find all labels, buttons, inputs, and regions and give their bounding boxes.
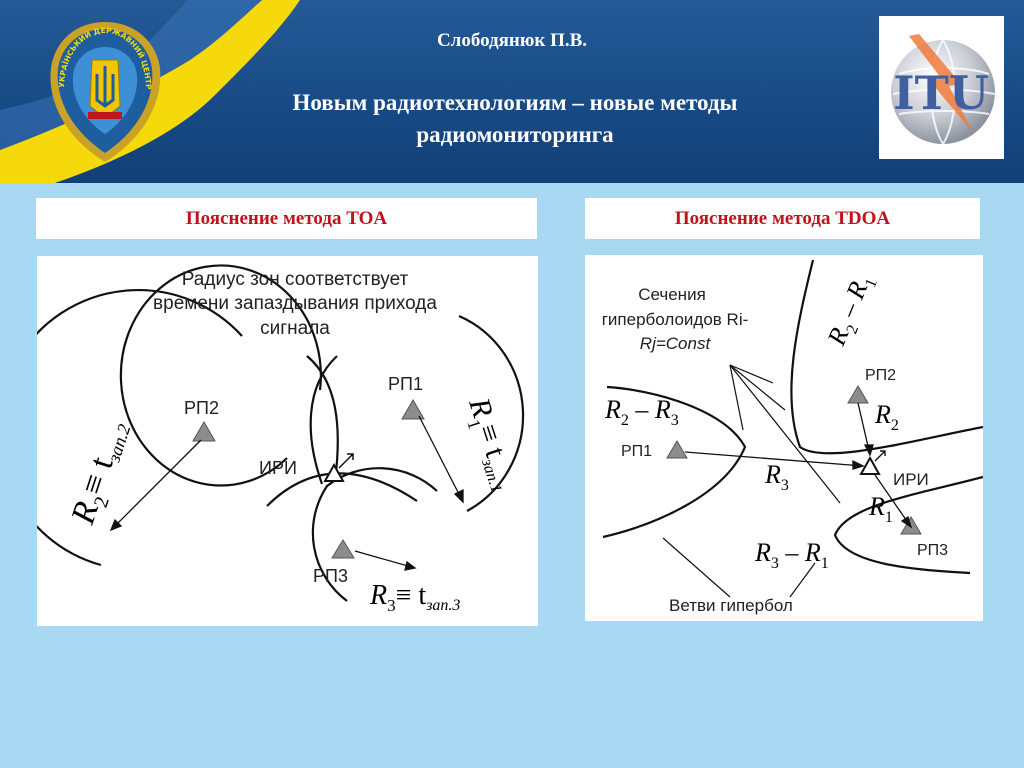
tdoa-rp1-label: РП1 xyxy=(621,443,652,460)
slide-header: УКРАЇНСЬКИЙ ДЕРЖАВНИЙ ЦЕНТР РАДІОЧАСТОТ … xyxy=(0,0,1024,183)
hyperbola-branch-r2-r3 xyxy=(602,385,747,539)
toa-rp3-label: РП3 xyxy=(313,566,348,586)
slide-title-line-2: радиомониторинга xyxy=(416,122,614,147)
hyperbola-branch-r2-r1 xyxy=(790,259,983,455)
rp3-station-icon xyxy=(331,539,355,559)
r1-radius-arrow xyxy=(418,415,464,503)
itu-logo: ITU xyxy=(879,16,1004,159)
toa-r2-equation: R2≡ tзап.2 xyxy=(64,416,137,531)
tdoa-rp1-station-icon xyxy=(666,440,688,459)
toa-diagram: Радиус зон соответствует времени запазды… xyxy=(37,256,538,626)
hyperbola-branch-r3-r1 xyxy=(833,475,983,575)
r2-radius-arrow xyxy=(110,439,202,531)
ukrainian-state-center-emblem: УКРАЇНСЬКИЙ ДЕРЖАВНИЙ ЦЕНТР РАДІОЧАСТОТ xyxy=(48,20,161,162)
toa-iri-label: ИРИ xyxy=(259,458,297,478)
rp2-circle xyxy=(37,288,243,567)
toa-r3-equation: R3≡ tзап.3 xyxy=(369,580,460,615)
iri-emission-arrow-icon xyxy=(338,453,354,469)
tdoa-iri-label: ИРИ xyxy=(893,470,929,489)
tdoa-rp2-station-icon xyxy=(847,385,869,404)
tdoa-r2-minus-r1: R2 – R1 xyxy=(821,270,881,352)
svg-text:ITU: ITU xyxy=(893,66,989,120)
toa-caption: Пояснение метода TOA xyxy=(36,198,537,239)
tdoa-rp2-label: РП2 xyxy=(865,367,896,384)
tdoa-branches-label: Ветви гипербол xyxy=(669,596,793,615)
tdoa-diagram: Сечения гиперболоидов Ri- Rj=Const РП1 Р… xyxy=(585,255,983,621)
tdoa-rp3-label: РП3 xyxy=(917,542,948,559)
author-name: Слободянюк П.В. xyxy=(436,30,588,51)
tdoa-iri-source-icon xyxy=(859,455,881,475)
rp1-circle xyxy=(119,264,322,487)
slide-title: Новым радиотехнологиям – новые методы ра… xyxy=(230,87,800,151)
tdoa-r3-label: R3 xyxy=(764,460,789,494)
iri-source-icon xyxy=(323,462,345,482)
tdoa-iri-emission-arrow-icon xyxy=(874,450,886,462)
tdoa-r2-minus-r3: R2 – R3 xyxy=(604,395,679,429)
rp3-circle xyxy=(311,467,438,602)
tdoa-r2-label: R2 xyxy=(874,400,899,434)
r3-radius-arrow xyxy=(354,550,416,569)
rp2-station-icon xyxy=(192,421,216,442)
tdoa-r3-minus-r1: R3 – R1 xyxy=(754,538,829,572)
tdoa-r1-label: R1 xyxy=(868,492,893,526)
toa-rp2-label: РП2 xyxy=(184,398,219,418)
toa-r1-equation: R1≡ tзап.1 xyxy=(457,393,523,495)
toa-note-line-2: времени запаздывания прихода xyxy=(153,293,437,314)
rp1-station-icon xyxy=(401,399,425,420)
toa-note-line-3: сигнала xyxy=(260,318,330,339)
tdoa-note-line-1: Сечения xyxy=(638,285,706,304)
tdoa-caption: Пояснение метода TDOA xyxy=(585,198,980,239)
toa-note-line-1: Радиус зон соответствует xyxy=(182,269,409,290)
slide-title-line-1: Новым радиотехнологиям – новые методы xyxy=(292,90,738,115)
toa-rp1-label: РП1 xyxy=(388,374,423,394)
tdoa-note-line-3: Rj=Const xyxy=(640,334,712,353)
lightning-icon xyxy=(909,34,974,134)
tdoa-note-line-2: гиперболоидов Ri- xyxy=(602,310,749,329)
